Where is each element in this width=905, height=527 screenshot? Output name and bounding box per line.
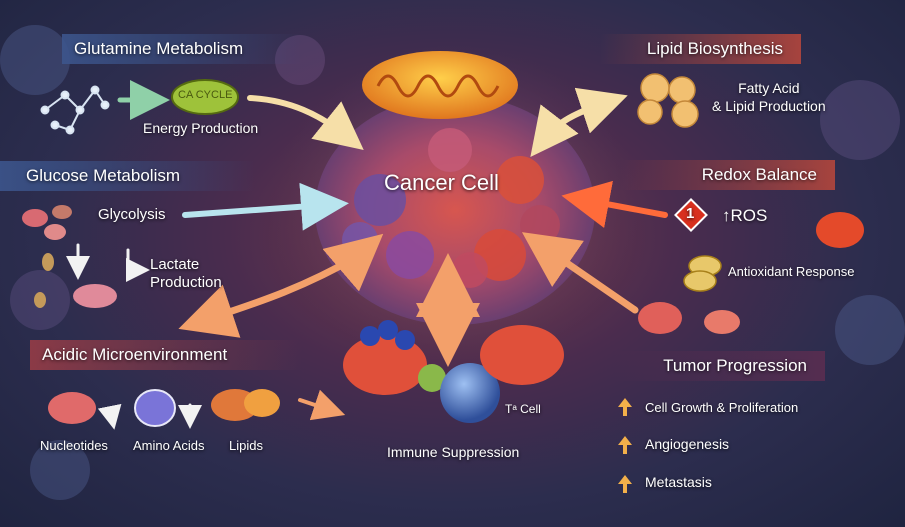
lactate-production-label: Lactate Production xyxy=(150,256,222,291)
acidic-item-icons xyxy=(48,389,280,427)
ca-cycle-label: CA CYCLE xyxy=(178,89,233,101)
tumor-item-growth: Cell Growth & Proliferation xyxy=(645,400,799,415)
fatty-acid-label: Fatty Acid & Lipid Production xyxy=(712,80,826,114)
acidic-item-lipids: Lipids xyxy=(229,438,263,453)
redox-title: Redox Balance xyxy=(620,160,835,190)
acidic-title: Acidic Microenvironment xyxy=(30,340,302,370)
tumor-item-angiogenesis: Angiogenesis xyxy=(645,436,730,452)
ca-cycle-icon xyxy=(171,79,239,115)
glucose-cell-icons xyxy=(22,205,117,308)
lipid-droplet-icons xyxy=(637,73,699,128)
glucose-title: Glucose Metabolism xyxy=(0,161,256,191)
ros-badge-label: 1 xyxy=(686,205,695,222)
pathway-arrows xyxy=(66,80,668,430)
acidic-item-nucleotides: Nucleotides xyxy=(40,438,108,453)
immune-suppression-label: Immune Suppression xyxy=(387,444,520,460)
energy-production-label: Energy Production xyxy=(143,120,259,136)
ros-label: ↑ROS xyxy=(722,206,768,225)
tcell-label: Tᵃ Cell xyxy=(505,402,541,416)
glutamine-molecule-icon xyxy=(40,85,110,135)
tumor-title: Tumor Progression xyxy=(615,351,825,381)
lipid-title: Lipid Biosynthesis xyxy=(600,34,801,64)
glutamine-title: Glutamine Metabolism xyxy=(62,34,304,64)
antioxidant-label: Antioxidant Response xyxy=(728,264,855,279)
tumor-item-metastasis: Metastasis xyxy=(645,474,712,490)
cancer-cell-label: Cancer Cell xyxy=(384,170,499,195)
immune-cells-illustration xyxy=(343,320,564,423)
glycolysis-label: Glycolysis xyxy=(98,206,166,223)
redox-icons xyxy=(638,198,864,334)
acidic-item-amino-acids: Amino Acids xyxy=(133,438,205,453)
